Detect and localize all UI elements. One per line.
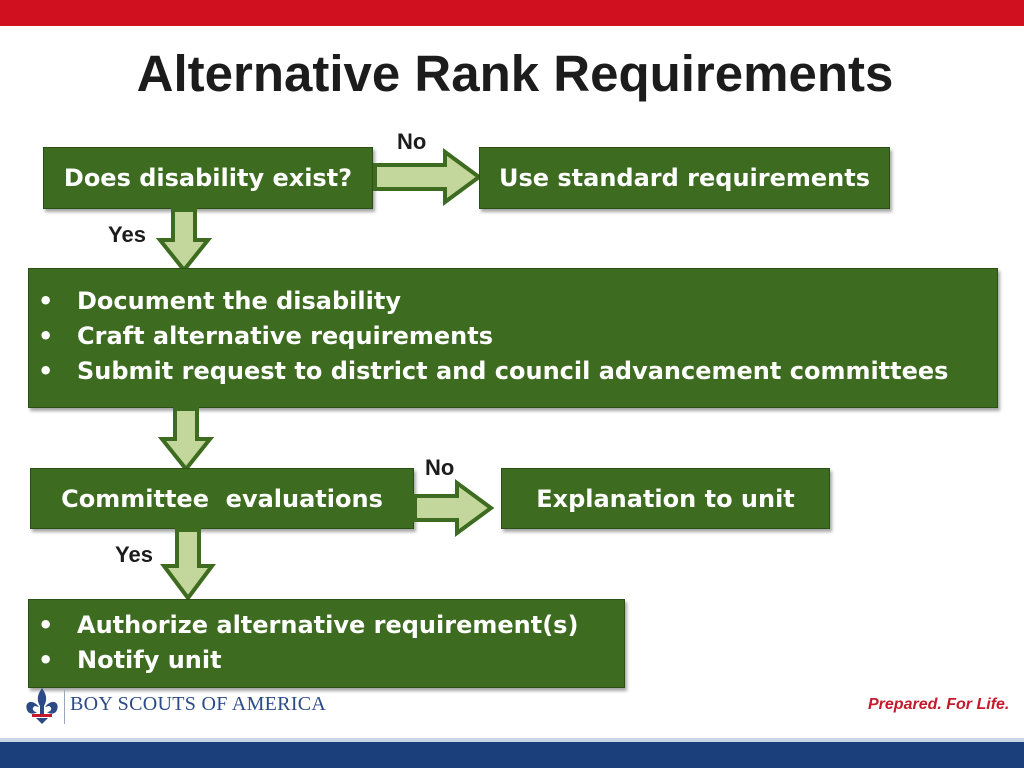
footer-divider (64, 690, 65, 724)
q2-yes-arrow (160, 528, 216, 602)
q1-text: Does disability exist? (63, 164, 353, 192)
footer-stripe (0, 738, 1024, 742)
q1-disability-box: Does disability exist? (43, 147, 373, 209)
slide-title: Alternative Rank Requirements (136, 45, 894, 102)
use-standard-box: Use standard requirements (479, 147, 890, 209)
q1-yes-arrow (155, 208, 213, 274)
org-name: BOY SCOUTS OF AMERICA (70, 693, 327, 715)
committee-evaluations-box: Committee evaluations (30, 468, 414, 529)
explanation-box: Explanation to unit (501, 468, 830, 529)
q1-no-label: No (397, 129, 427, 154)
use-standard-text: Use standard requirements (498, 164, 871, 192)
final-box: •Authorize alternative requirement(s) •N… (28, 599, 625, 688)
final-list: •Authorize alternative requirement(s) •N… (29, 608, 624, 678)
list-item: •Submit request to district and council … (38, 357, 949, 385)
fleur-de-lis-icon (26, 688, 58, 724)
list-item: •Craft alternative requirements (38, 322, 494, 350)
tagline: Prepared. For Life. (868, 696, 1010, 713)
steps-down-arrow (157, 407, 215, 473)
steps-box: •Document the disability •Craft alternat… (28, 268, 998, 408)
list-item: •Authorize alternative requirement(s) (38, 611, 579, 639)
q2-no-arrow (413, 479, 495, 537)
q1-yes-label: Yes (108, 222, 146, 247)
q2-yes-label: Yes (115, 542, 153, 567)
q1-no-arrow (373, 148, 483, 206)
q2-text: Committee evaluations (61, 484, 383, 513)
steps-list: •Document the disability •Craft alternat… (29, 284, 997, 389)
list-item: •Document the disability (38, 287, 401, 315)
footer-blue-bar (0, 742, 1024, 768)
q2-no-label: No (425, 455, 455, 480)
top-red-bar (0, 0, 1024, 26)
explanation-text: Explanation to unit (536, 484, 795, 513)
list-item: •Notify unit (38, 646, 222, 674)
